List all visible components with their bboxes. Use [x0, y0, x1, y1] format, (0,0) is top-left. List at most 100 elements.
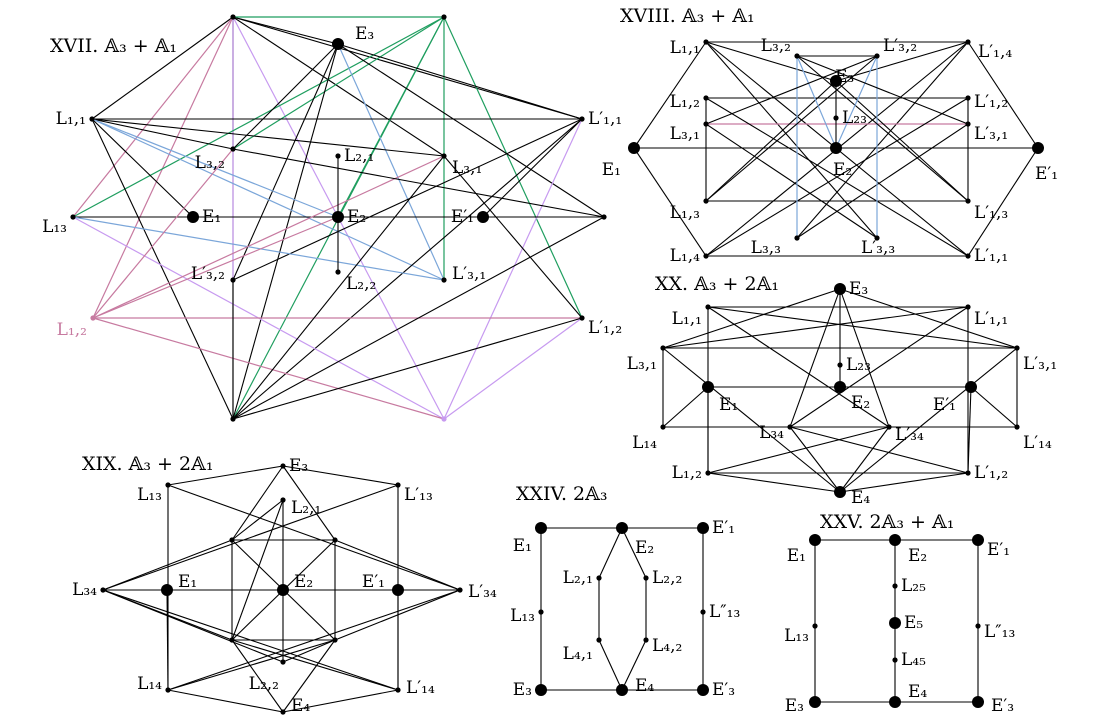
- node-label-L13pp: L″₁₃: [984, 622, 1015, 642]
- edge-L12p-B2: [443, 317, 583, 420]
- node-label-L32p: L′₃,₂: [883, 36, 917, 56]
- edge-L14p-L33: [796, 41, 969, 239]
- edge-E3-L11p: [337, 43, 583, 120]
- node-E1p: [477, 211, 489, 223]
- node-label-L31: L₃,₁: [452, 158, 482, 178]
- node-label-L12p: L′₁,₂: [974, 92, 1008, 112]
- node-L23: [837, 362, 843, 368]
- edge-L13p-E3: [835, 80, 969, 202]
- node-label-E2: E₂: [833, 160, 852, 180]
- node-L13: [703, 198, 709, 204]
- edge-E1p-L14p: [970, 386, 1018, 428]
- edge-T1-L11p: [232, 16, 583, 120]
- edge-L12p-E4: [839, 472, 969, 493]
- node-L11p: [579, 116, 585, 122]
- edge-L31-E4: [662, 347, 841, 493]
- node-L33: [794, 235, 800, 241]
- node-E4: [616, 684, 628, 696]
- node-label-L11: L₁,₁: [670, 38, 700, 58]
- node-label-L13: L₁₃: [42, 217, 67, 237]
- diagram-title-xvii: XVII. 𝔸₃ + 𝔸₁: [50, 35, 177, 57]
- edge-D-E4: [282, 639, 336, 713]
- node-label-E1p: E′₁: [712, 518, 735, 538]
- edge-C-E4: [231, 639, 284, 713]
- edge-E3-L34p: [839, 288, 890, 428]
- node-E2: [277, 584, 289, 596]
- node-L21: [280, 497, 286, 503]
- node-R: [601, 214, 607, 220]
- edge-L21-C: [231, 499, 284, 641]
- node-L14p: [395, 687, 401, 693]
- node-L13p: [965, 198, 971, 204]
- edge-E1-L14: [662, 386, 709, 428]
- node-L34: [100, 587, 106, 593]
- node-label-E4: E₄: [908, 682, 927, 702]
- edge-E3-L31p: [337, 43, 445, 281]
- node-label-L11p: L′₁,₁: [974, 246, 1008, 266]
- node-label-E2: E₂: [851, 393, 870, 413]
- edge-L34-E4: [789, 426, 841, 493]
- node-L12: [90, 315, 96, 321]
- node-label-L23: L₂₃: [846, 355, 871, 375]
- node-L14p: [1014, 424, 1020, 430]
- node-E4: [280, 709, 286, 715]
- edge-E1-L14: [166, 589, 169, 691]
- node-E3: [809, 696, 821, 708]
- node-L31: [660, 345, 666, 351]
- node-label-L41: L₄,₁: [563, 644, 593, 664]
- node-L12p: [965, 470, 971, 476]
- node-label-E2: E₂: [294, 572, 313, 592]
- edge-L41-E4: [598, 639, 623, 691]
- edge-E3-L34: [789, 288, 841, 428]
- node-label-L22: L₂,₂: [652, 568, 682, 588]
- node-E1: [628, 142, 640, 154]
- node-label-L14p: L′₁₄: [406, 678, 435, 698]
- node-label-L14p: L′₁₄: [1023, 433, 1052, 453]
- node-label-L13: L₁₃: [784, 626, 809, 646]
- edge-L31p-E4: [839, 347, 1018, 493]
- edge-L34p-E4: [839, 426, 890, 493]
- node-L22: [335, 269, 341, 275]
- node-L33p: [874, 235, 880, 241]
- edge-T1-L31: [232, 16, 445, 157]
- node-label-L34: L₃₄: [72, 580, 97, 600]
- node-label-E1: E₁: [202, 207, 221, 227]
- node-label-L31p: L′₃,₁: [974, 124, 1008, 144]
- node-label-E1p: E′₁: [1035, 164, 1058, 184]
- edge-T1-L11: [91, 16, 234, 120]
- node-E3: [280, 463, 286, 469]
- edge-E3-L32p: [232, 43, 339, 281]
- node-L13: [70, 214, 76, 220]
- node-L31: [441, 153, 447, 159]
- node-L32: [794, 53, 800, 59]
- node-E1: [187, 211, 199, 223]
- node-label-L23: L₂₃: [842, 108, 867, 128]
- edge-T2-L12p: [443, 16, 583, 319]
- node-L34: [787, 424, 793, 430]
- node-label-E1: E₁: [719, 395, 738, 415]
- edge-L31p-L33: [796, 123, 969, 239]
- node-label-L12: L₁,₂: [672, 463, 702, 483]
- node-label-E3p: E′₃: [712, 680, 735, 700]
- node-label-E4: E₄: [635, 676, 654, 696]
- node-label-L32p: L′₃,₂: [191, 264, 225, 284]
- edge-L11p-E1p: [482, 118, 583, 218]
- node-label-L45: L₄₅: [901, 650, 926, 670]
- node-L32p: [230, 277, 236, 283]
- node-label-E3: E₃: [785, 696, 804, 716]
- node-E1: [535, 522, 547, 534]
- edge-L12-E4: [707, 472, 841, 493]
- edge-T2-L32: [232, 16, 445, 150]
- node-E1: [161, 584, 173, 596]
- edge-L11p-L31: [662, 306, 969, 349]
- node-label-E2: E₂: [347, 207, 366, 227]
- node-label-E3: E₃: [849, 279, 868, 299]
- node-label-L33: L₃,₃: [751, 238, 781, 258]
- node-label-L13: L₁₃: [137, 485, 162, 505]
- edge-L34-A: [102, 539, 233, 591]
- edge-L34p-B: [334, 539, 461, 591]
- node-L21: [596, 575, 602, 581]
- node-L42: [643, 637, 649, 643]
- node-B: [332, 537, 338, 543]
